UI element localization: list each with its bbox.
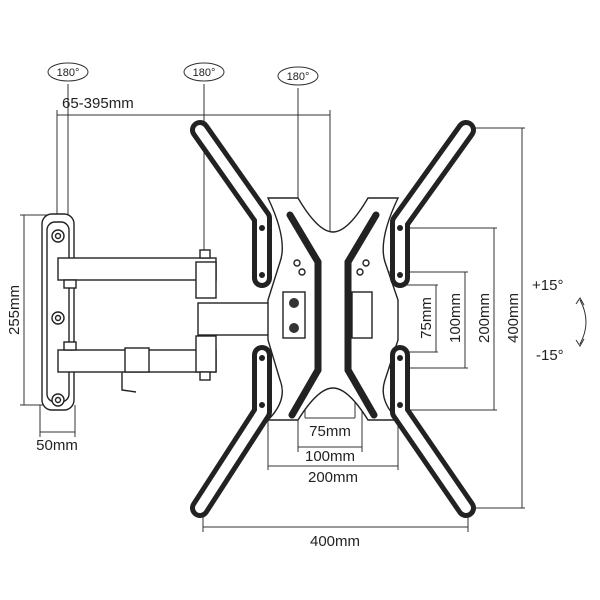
v-200mm-label: 200mm bbox=[476, 293, 493, 343]
rotation-text: 180° bbox=[287, 71, 310, 83]
dimension-lines bbox=[23, 114, 523, 528]
h-400mm-label: 400mm bbox=[310, 533, 360, 550]
tilt-down-label: -15° bbox=[536, 347, 564, 364]
h-200mm-label: 200mm bbox=[308, 469, 358, 486]
rotation-text: 180° bbox=[193, 67, 216, 79]
wall-plate bbox=[41, 213, 75, 411]
rotation-label-2: 180° bbox=[183, 62, 225, 82]
swing-arms bbox=[57, 249, 271, 393]
v-100mm-label: 100mm bbox=[447, 293, 464, 343]
h-100mm-label: 100mm bbox=[305, 448, 355, 465]
h-75mm-label: 75mm bbox=[309, 423, 351, 440]
rotation-text: 180° bbox=[57, 67, 80, 79]
v-400mm-label: 400mm bbox=[505, 293, 522, 343]
tilt-arrow-icon bbox=[575, 297, 587, 347]
center-plate bbox=[266, 197, 400, 421]
rotation-label-1: 180° bbox=[47, 62, 89, 82]
tilt-up-label: +15° bbox=[532, 277, 563, 294]
v-75mm-label: 75mm bbox=[418, 297, 435, 339]
rotation-label-3: 180° bbox=[277, 66, 319, 86]
vesa-brackets bbox=[190, 120, 476, 518]
arm-extension-label: 65-395mm bbox=[62, 95, 134, 112]
wall-plate-height-label: 255mm bbox=[6, 285, 23, 335]
wall-plate-width-label: 50mm bbox=[36, 437, 78, 454]
